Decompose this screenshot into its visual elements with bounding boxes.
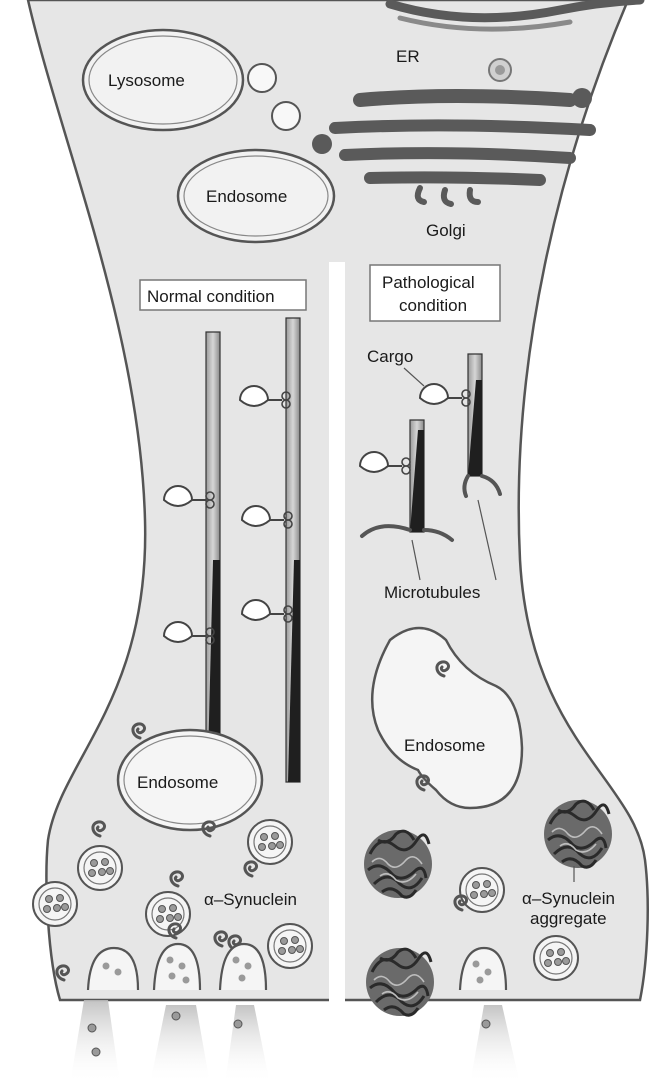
pathological-condition-label-1: Pathological: [382, 273, 475, 292]
synuclein-aggregate: [366, 948, 434, 1016]
synaptic-vesicle: [248, 820, 292, 864]
cargo-label: Cargo: [367, 347, 413, 366]
golgi-label: Golgi: [426, 221, 466, 240]
lysosome-label: Lysosome: [108, 71, 185, 90]
synaptic-vesicle: [268, 924, 312, 968]
synaptic-vesicle: [534, 936, 578, 980]
center-divider: [329, 262, 345, 1022]
synuclein-aggregate: [364, 830, 432, 898]
small-vesicle: [248, 64, 276, 92]
microtubule: [286, 318, 300, 782]
microtubules-label: Microtubules: [384, 583, 480, 602]
synaptic-vesicle: [33, 882, 77, 926]
microtubule: [206, 332, 220, 760]
aggregate-label-1: α–Synuclein: [522, 889, 615, 908]
er-label: ER: [396, 47, 420, 66]
endosome-right-label: Endosome: [404, 736, 485, 755]
release-beams: [70, 1000, 520, 1084]
synaptic-vesicle: [460, 868, 504, 912]
endosome-left-label: Endosome: [137, 773, 218, 792]
released-particles: [88, 1012, 490, 1056]
aggregate-label-2: aggregate: [530, 909, 607, 928]
pathological-condition-label-2: condition: [399, 296, 467, 315]
synuclein-aggregate: [544, 800, 612, 868]
small-vesicle: [272, 102, 300, 130]
synaptic-vesicle: [78, 846, 122, 890]
endosome-top-label: Endosome: [206, 187, 287, 206]
normal-condition-label: Normal condition: [147, 287, 275, 306]
alpha-synuclein-label: α–Synuclein: [204, 890, 297, 909]
